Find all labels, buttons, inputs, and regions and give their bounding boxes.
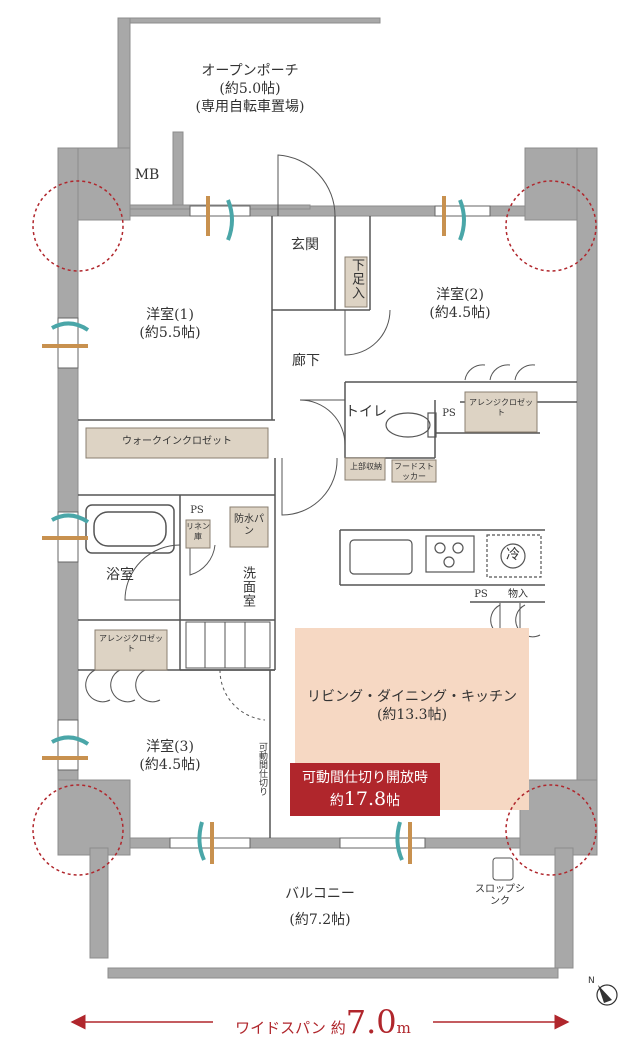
washroom-counter xyxy=(185,621,271,669)
doors xyxy=(85,154,541,721)
western2-label: 洋室(2) (約4.5帖) xyxy=(429,287,491,321)
hood-stocker-label: フードストッカー xyxy=(394,462,434,481)
corner-markers xyxy=(32,180,597,876)
shoe-box-label: 下足入 xyxy=(349,258,364,300)
refrigerator-label: 冷 xyxy=(506,547,520,563)
western3-label: 洋室(3) (約4.5帖) xyxy=(139,739,201,773)
kitchen-fixtures xyxy=(349,534,542,578)
ventilation-arrows xyxy=(42,196,466,864)
washroom-label: 洗面室 xyxy=(240,566,255,608)
western1-label: 洋室(1) (約5.5帖) xyxy=(139,307,201,341)
entrance-label: 玄関 xyxy=(291,237,319,253)
ps-label-2: PS xyxy=(190,505,204,516)
porch-label: オープンポーチ (約5.0帖) (専用自転車置場) xyxy=(195,63,305,115)
hallway-label: 廊下 xyxy=(292,353,320,369)
linen-label: リネン庫 xyxy=(186,522,210,541)
ldk-label: リビング・ダイニング・キッチン (約13.3帖) xyxy=(307,689,517,723)
arrange-closet-label-1: アレンジクロゼット xyxy=(469,398,533,417)
slop-sink-label: スロップシンク xyxy=(475,884,525,907)
toilet-fixture xyxy=(385,412,437,438)
mb-label: MB xyxy=(134,167,160,183)
wide-span-label: ワイドスパン 約7.0m xyxy=(213,1005,433,1045)
bath-label: 浴室 xyxy=(106,567,134,583)
bathtub xyxy=(85,504,175,554)
ps-label-1: PS xyxy=(442,408,456,419)
storage-label: 物入 xyxy=(508,589,528,600)
walls xyxy=(57,17,598,979)
walkin-closet-label: ウォークインクロゼット xyxy=(122,436,232,447)
ps-label-3: PS xyxy=(474,589,488,600)
toilet-label: トイレ xyxy=(345,404,387,420)
svg-text:N: N xyxy=(588,976,595,986)
balcony-label: バルコニー (約7.2帖) xyxy=(285,886,355,928)
waterproof-pan-label: 防水パン xyxy=(234,514,264,537)
compass-icon: N xyxy=(588,976,618,1006)
upper-storage-label: 上部収納 xyxy=(350,462,382,471)
slop-sink-fixture xyxy=(492,857,514,881)
closets xyxy=(85,256,538,671)
movable-partition-label: 可動間仕切り xyxy=(257,742,267,796)
partition-open-callout: 可動間仕切り開放時 約17.8帖 xyxy=(290,763,440,816)
arrange-closet-label-2: アレンジクロゼット xyxy=(99,634,163,653)
